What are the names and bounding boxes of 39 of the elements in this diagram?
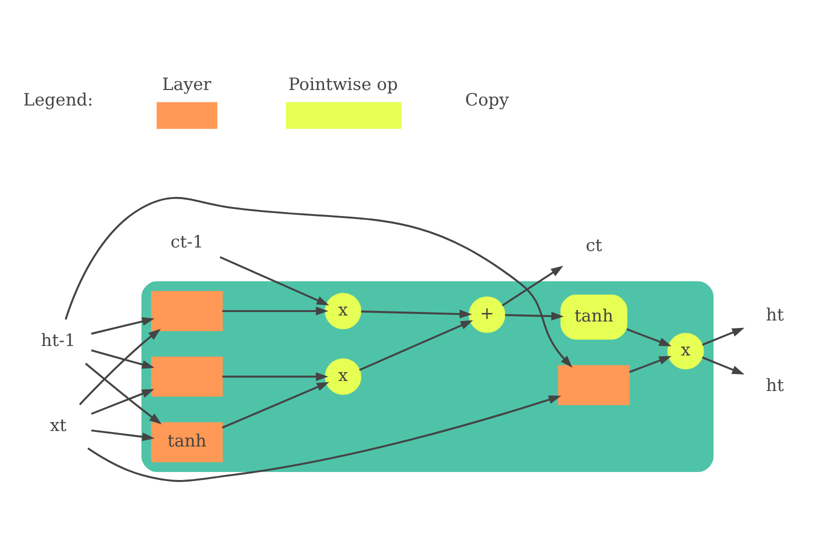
node-text: ht xyxy=(766,305,784,326)
arrow xyxy=(222,382,330,429)
arrow xyxy=(629,356,672,373)
node-box xyxy=(151,291,223,332)
arrow xyxy=(702,328,744,346)
arrow xyxy=(222,306,328,316)
arrow xyxy=(90,389,154,415)
arrow xyxy=(505,312,564,320)
node-circle: x xyxy=(324,292,362,330)
node-box xyxy=(151,356,223,397)
arrow xyxy=(222,372,328,381)
node-text: ct xyxy=(586,236,602,256)
node-box xyxy=(558,365,630,406)
node-box: tanh xyxy=(560,294,628,340)
legend-label: Layer xyxy=(162,75,212,96)
arrow xyxy=(626,328,672,346)
node-circle: x xyxy=(667,332,704,370)
arrow xyxy=(64,197,572,368)
node-text: ht xyxy=(766,376,784,396)
node-text: ct-1 xyxy=(170,232,204,253)
arrow xyxy=(361,310,472,318)
legend-label: Copy xyxy=(465,90,509,110)
node-text: ht-1 xyxy=(41,330,76,351)
arrow xyxy=(87,395,562,482)
node-circle: x xyxy=(324,358,362,395)
arrow xyxy=(91,429,155,442)
arrow xyxy=(85,362,162,424)
arrow xyxy=(91,349,155,369)
arrow xyxy=(359,320,474,371)
arrow xyxy=(79,328,161,406)
node-text: xt xyxy=(50,416,66,436)
arrow xyxy=(91,317,155,335)
arrow xyxy=(702,356,744,374)
node-box: tanh xyxy=(151,422,223,462)
node-circle: + xyxy=(468,296,506,333)
label: Legend: xyxy=(23,90,94,110)
arrow xyxy=(220,256,330,306)
legend-label: Pointwise op xyxy=(288,75,398,96)
arrow xyxy=(502,266,564,306)
